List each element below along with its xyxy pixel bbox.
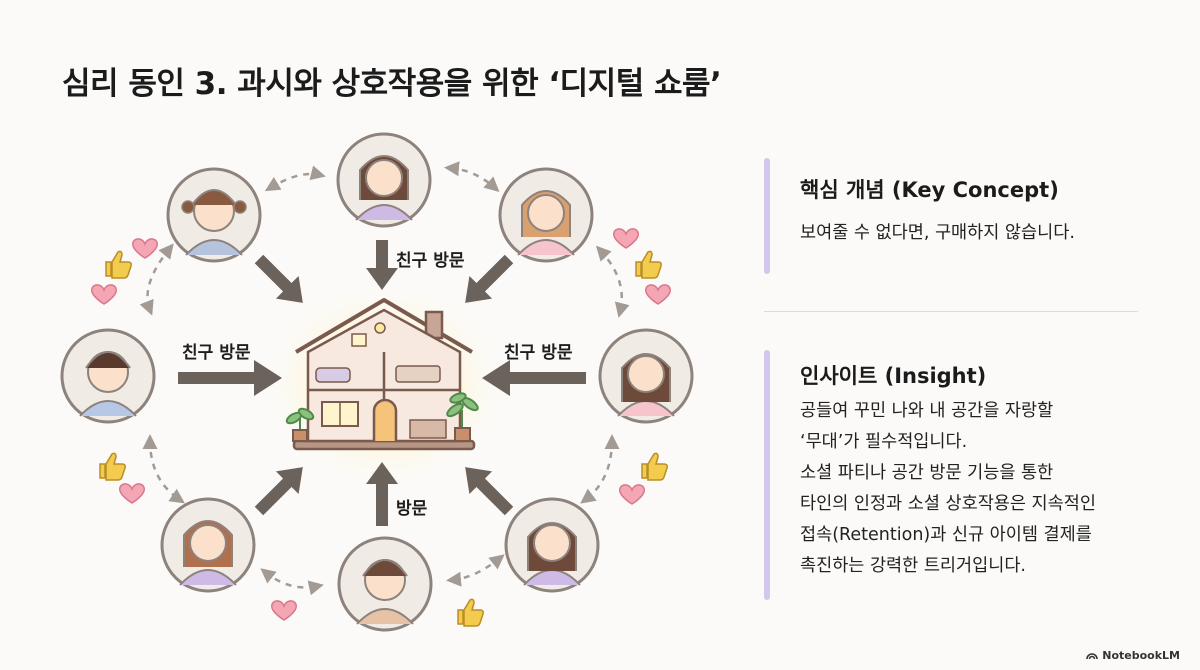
insight-line: 소셜 파티나 공간 방문 기능을 통한 <box>800 463 1054 483</box>
heart-icon <box>119 483 145 504</box>
insight-line: 공들여 꾸민 나와 내 공간을 자랑할 <box>800 401 1054 421</box>
friend-visit-diagram <box>60 132 694 632</box>
likes <box>99 250 668 627</box>
arrow-left <box>178 360 282 396</box>
friend-avatar-icon <box>598 328 694 424</box>
thumbs-up-icon <box>457 598 484 627</box>
thumbs-up-icon <box>635 250 662 279</box>
plant-icon <box>285 392 479 442</box>
thumbs-up-icon <box>641 452 668 481</box>
heart-icon <box>645 284 671 305</box>
thumbs-up-icon <box>105 250 132 279</box>
friend-avatar-icon <box>337 536 433 632</box>
insight-text: 공들여 꾸민 나와 내 공간을 자랑할 ‘무대’가 필수적입니다. 소셜 파티나… <box>800 396 1096 582</box>
insight-line: 촉진하는 강력한 트리거입니다. <box>800 556 1026 576</box>
arrow-bottom <box>366 462 398 526</box>
connector-bl-b <box>260 568 324 596</box>
connector-r-br <box>580 434 620 504</box>
visit-label-right: 친구 방문 <box>504 343 573 363</box>
arrow-bottom-right <box>465 467 514 516</box>
friend-avatars <box>60 132 694 632</box>
arrow-top <box>366 240 398 290</box>
arrow-right <box>482 360 586 396</box>
visit-label-bottom: 방문 <box>396 499 428 519</box>
heart-icon <box>619 484 645 505</box>
friend-avatar-icon <box>504 497 600 593</box>
key-concept-text: 보여줄 수 없다면, 구매하지 않습니다. <box>800 223 1075 243</box>
key-concept-title: 핵심 개념 (Key Concept) <box>800 178 1059 202</box>
friend-avatar-icon <box>160 497 256 593</box>
connector-tl-t <box>264 165 326 192</box>
friend-avatar-icon <box>498 167 594 263</box>
friend-avatar-icon <box>166 167 262 263</box>
hearts <box>91 228 671 621</box>
insight-line: ‘무대’가 필수적입니다. <box>800 432 968 452</box>
insight-line: 타인의 인정과 소셜 상호작용은 지속적인 <box>800 494 1096 514</box>
connector-tr-r <box>595 245 630 318</box>
insight-title: 인사이트 (Insight) <box>800 364 987 388</box>
visit-label-left: 친구 방문 <box>182 343 251 363</box>
thumbs-up-icon <box>99 452 126 481</box>
page-title: 심리 동인 3. 과시와 상호작용을 위한 ‘디지털 쇼룸’ <box>62 66 722 102</box>
insight-block: 인사이트 (Insight) 공들여 꾸민 나와 내 공간을 자랑할 ‘무대’가… <box>764 350 1144 600</box>
visit-label-top: 친구 방문 <box>396 251 465 271</box>
connector-tl-l <box>139 243 174 316</box>
connector-t-tr <box>444 161 500 193</box>
heart-icon <box>613 228 639 249</box>
key-concept-block: 핵심 개념 (Key Concept) 보여줄 수 없다면, 구매하지 않습니다… <box>764 158 1144 274</box>
connector-l-bl <box>142 434 185 504</box>
key-concept-accent-bar <box>764 158 770 274</box>
friend-avatar-icon <box>60 328 156 424</box>
arrow-top-left <box>254 254 303 303</box>
insight-accent-bar <box>764 350 770 600</box>
brand-name: NotebookLM <box>1102 649 1180 662</box>
heart-icon <box>91 284 117 305</box>
insight-line: 접속(Retention)과 신규 아이템 결제를 <box>800 525 1092 545</box>
brand-watermark: NotebookLM <box>1086 649 1180 662</box>
arrow-top-right <box>465 254 514 303</box>
panel-divider <box>764 311 1138 312</box>
dollhouse-icon <box>292 298 476 451</box>
notebooklm-logo-icon <box>1086 653 1099 660</box>
friend-avatar-icon <box>336 132 432 228</box>
visit-arrows <box>178 240 586 526</box>
heart-icon <box>271 600 297 621</box>
arrow-bottom-left <box>254 467 303 516</box>
connector-b-br <box>446 554 505 587</box>
dashed-connectors <box>139 161 630 596</box>
heart-icon <box>132 238 158 259</box>
